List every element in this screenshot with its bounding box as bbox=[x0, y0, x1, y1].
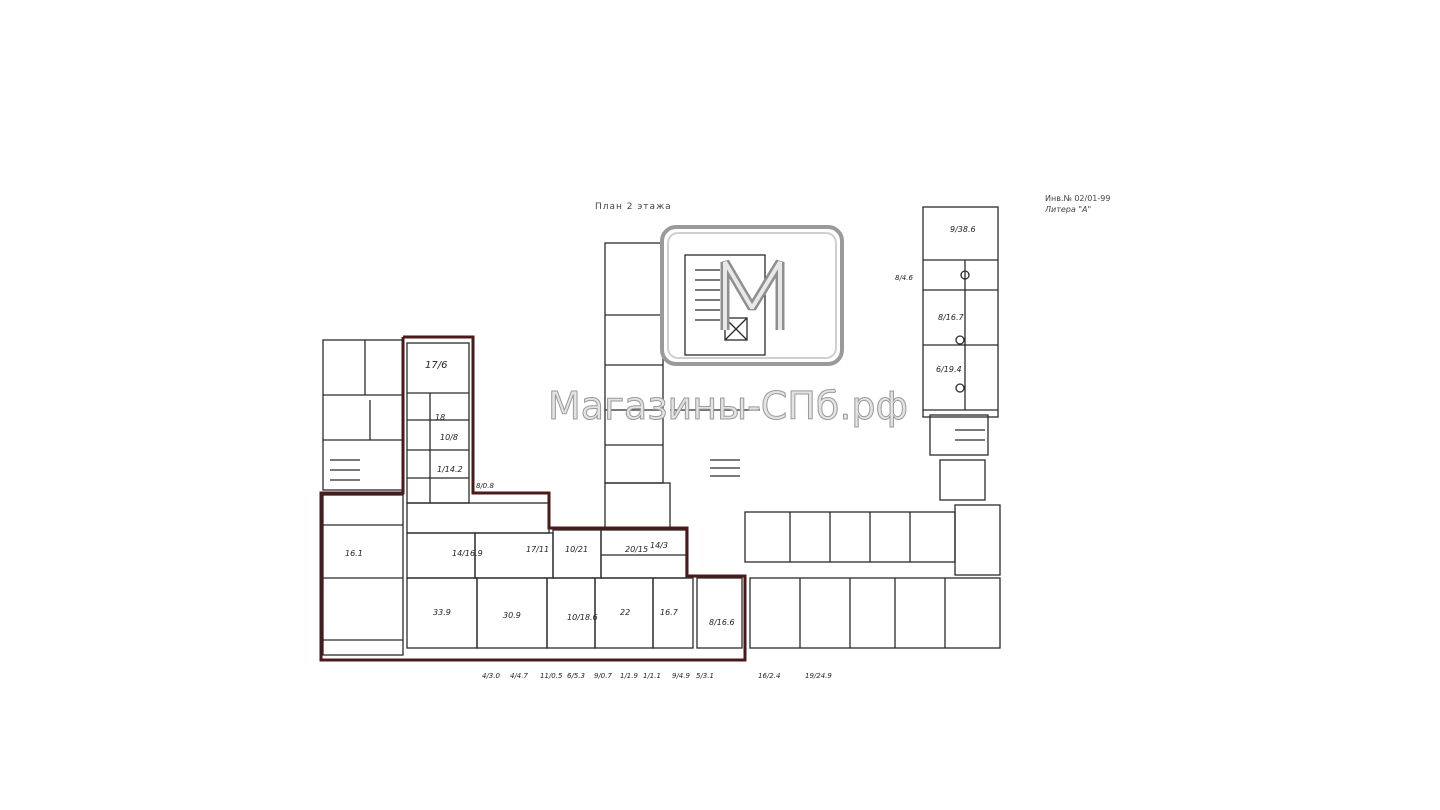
left-annex-block bbox=[322, 339, 404, 656]
room-label: 10/8 bbox=[440, 433, 458, 442]
plan-title: План 2 этажа bbox=[595, 202, 672, 212]
room-label: 8/16.6 bbox=[709, 618, 735, 627]
facade-label: 4/3.0 bbox=[482, 672, 500, 680]
facade-label: 9/0.7 bbox=[594, 672, 612, 680]
central-rooms bbox=[406, 502, 743, 649]
room-labels: 17/6 10/8 1/14.2 14/16.9 17/11 10/21 20/… bbox=[345, 225, 976, 627]
room-label: 1/14.2 bbox=[437, 465, 463, 474]
right-tower-rooms bbox=[922, 206, 999, 501]
room-label: 16.1 bbox=[345, 549, 363, 558]
watermark-text: Магазины-СПб.рф bbox=[547, 384, 909, 429]
room-label: 30.9 bbox=[503, 611, 521, 620]
facade-label: 1/1.1 bbox=[643, 672, 661, 680]
facade-label: 19/24.9 bbox=[805, 672, 832, 680]
facade-label: 9/4.9 bbox=[672, 672, 690, 680]
room-label: 8/16.7 bbox=[938, 313, 965, 322]
right-wing-rooms bbox=[744, 504, 1001, 649]
facade-label: 8/4.6 bbox=[895, 274, 913, 282]
room-label: 14/3 bbox=[650, 541, 668, 550]
facade-label: 1/1.9 bbox=[620, 672, 638, 680]
room-label: 18 bbox=[435, 413, 445, 422]
facade-label: 8/0.8 bbox=[476, 482, 494, 490]
room-label: 20/15 bbox=[625, 545, 648, 554]
highlighted-area-outline bbox=[319, 335, 747, 662]
room-label: 6/19.4 bbox=[936, 365, 962, 374]
facade-label: 4/4.7 bbox=[510, 672, 528, 680]
room-label: 16.7 bbox=[660, 608, 679, 617]
facade-labels: 4/3.0 4/4.7 11/0.5 6/5.3 9/0.7 1/1.9 1/1… bbox=[476, 274, 913, 680]
room-label: 14/16.9 bbox=[452, 549, 483, 558]
room-label: 10/21 bbox=[565, 545, 588, 554]
facade-label: 6/5.3 bbox=[567, 672, 585, 680]
room-label: 17/6 bbox=[425, 360, 447, 371]
room-label: 22 bbox=[620, 608, 630, 617]
room-label: 10/18.6 bbox=[567, 613, 598, 622]
watermark-logo bbox=[660, 225, 844, 366]
inventory-number: Инв.№ 02/01-99 bbox=[1045, 194, 1111, 203]
facade-label: 11/0.5 bbox=[540, 672, 563, 680]
letter-label: Литера "А" bbox=[1045, 205, 1092, 214]
facade-label: 5/3.1 bbox=[696, 672, 714, 680]
room-label: 33.9 bbox=[433, 608, 451, 617]
room-label: 17/11 bbox=[526, 545, 549, 554]
room-label: 9/38.6 bbox=[950, 225, 976, 234]
facade-label: 16/2.4 bbox=[758, 672, 780, 680]
